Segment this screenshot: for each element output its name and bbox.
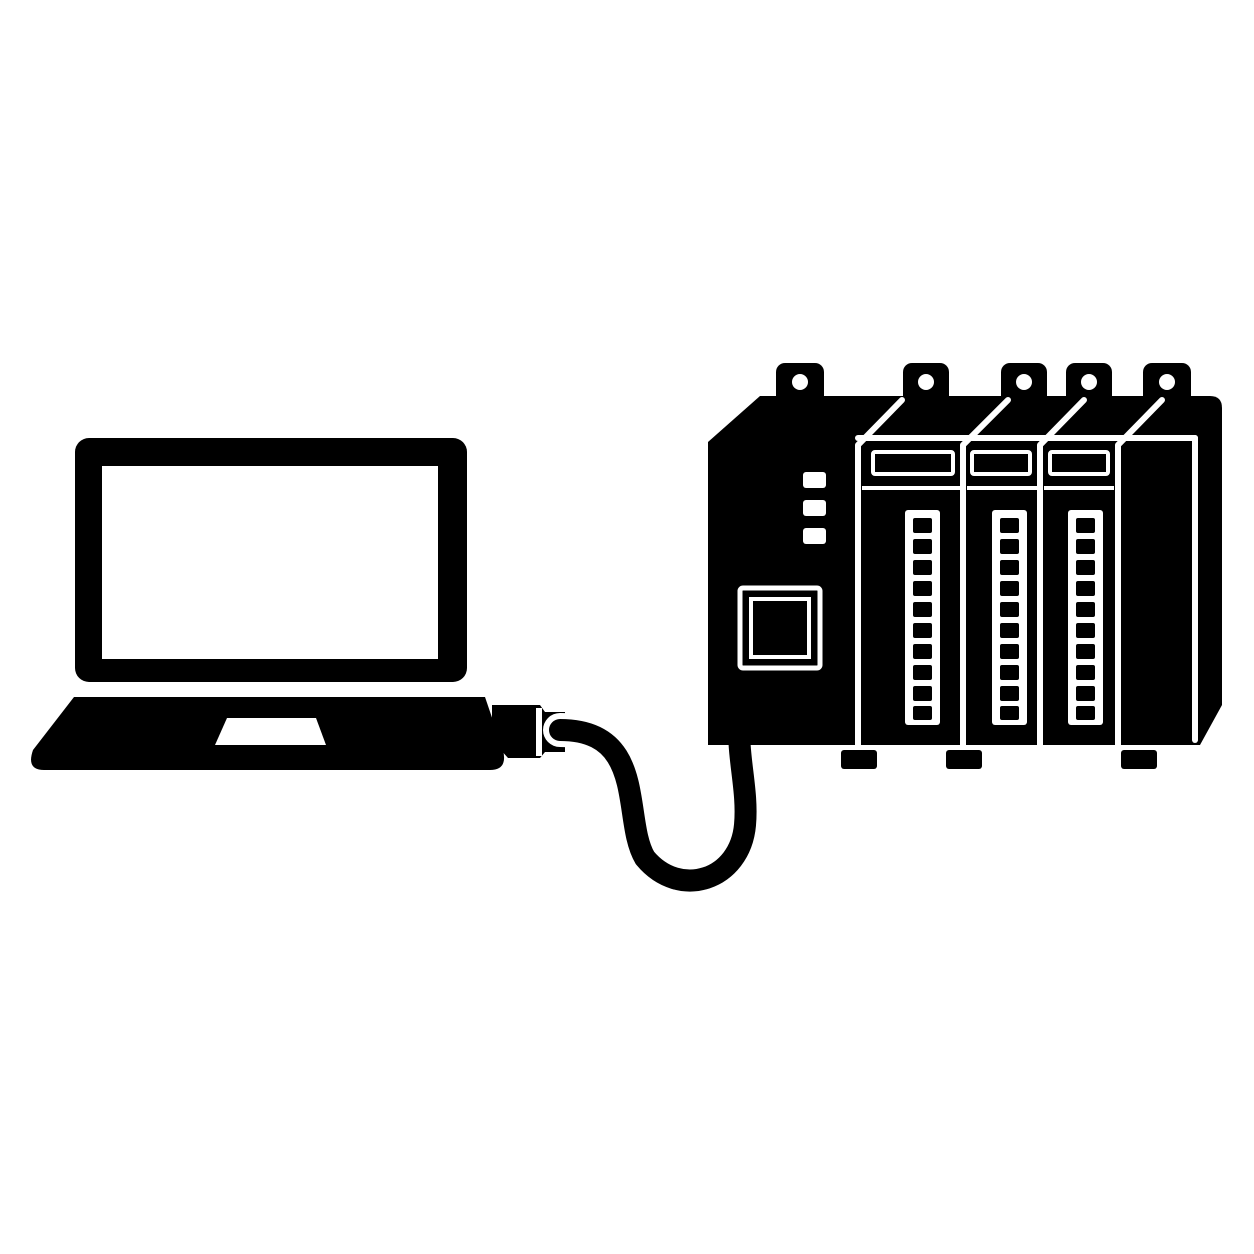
status-leds <box>803 472 826 544</box>
io-module <box>862 450 960 725</box>
terminal-blocks <box>913 518 932 720</box>
status-led <box>803 528 826 544</box>
laptop-trackpad <box>215 718 326 745</box>
rail-foot <box>946 750 982 769</box>
io-module <box>967 450 1037 725</box>
rail-foot <box>1121 750 1157 769</box>
terminal-blocks <box>1000 518 1019 720</box>
cable-connector-laptop-collar <box>536 708 542 756</box>
module-label-window <box>871 450 955 476</box>
rail-foot <box>841 750 877 769</box>
plc-rack-icon <box>708 363 1222 769</box>
module-label-window <box>1048 450 1110 476</box>
laptop-icon <box>31 438 505 770</box>
cable-connector-laptop <box>492 705 565 758</box>
ethernet-port-inner <box>749 597 811 659</box>
module-separators <box>855 397 1198 750</box>
module-label-window <box>970 450 1032 476</box>
status-led <box>803 472 826 488</box>
laptop-screen <box>102 466 438 659</box>
status-led <box>803 500 826 516</box>
ethernet-port <box>737 585 823 671</box>
rail-feet <box>841 750 1157 769</box>
terminal-blocks <box>1076 518 1095 720</box>
io-module <box>1044 450 1114 725</box>
cable-body <box>549 654 773 892</box>
cpu-module <box>737 472 826 671</box>
